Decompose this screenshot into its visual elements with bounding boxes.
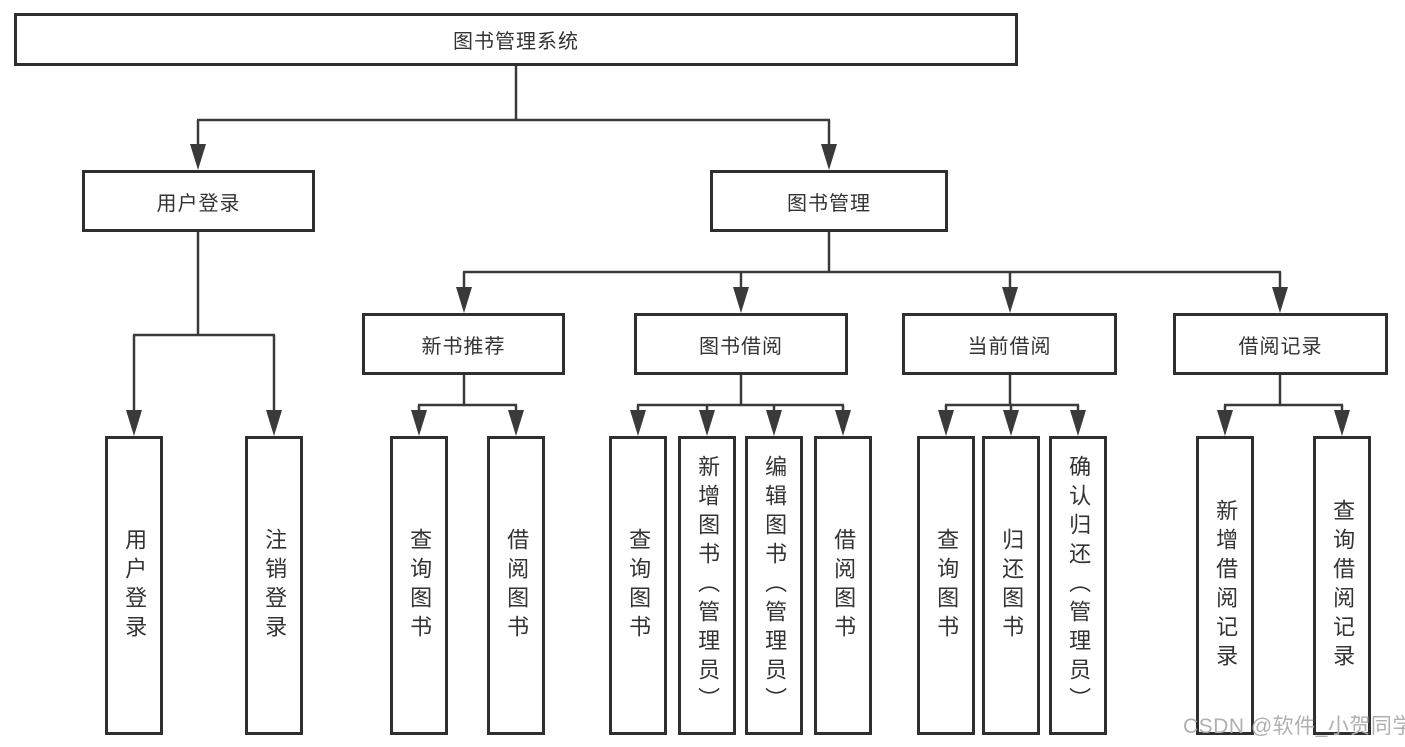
node-label: 图书管理系统 (453, 31, 579, 53)
node-leaf-logout: 注销登录 (245, 436, 303, 735)
arrowhead-icon (733, 287, 749, 313)
node-label: 查询图书 (407, 527, 433, 644)
arrowhead-icon (938, 410, 954, 436)
arrowhead-icon (821, 144, 837, 170)
node-leaf-query-borrow-record: 查询借阅记录 (1313, 436, 1371, 735)
arrowhead-icon (1272, 287, 1288, 313)
node-label: 借阅图书 (504, 527, 530, 644)
node-label: 新增借阅记录 (1213, 498, 1239, 673)
node-label: 编辑图书（管理员） (762, 455, 788, 716)
node-label: 查询图书 (626, 527, 652, 644)
arrowhead-icon (266, 410, 282, 436)
node-label: 借阅记录 (1238, 335, 1323, 358)
node-label: 图书管理 (787, 192, 871, 215)
node-label: 借阅图书 (831, 527, 857, 644)
arrowhead-icon (766, 410, 782, 436)
arrowhead-icon (456, 287, 472, 313)
node-leaf-user-login: 用户登录 (105, 436, 163, 735)
node-label: 注销登录 (262, 527, 288, 644)
node-user-login: 用户登录 (82, 170, 315, 232)
arrowhead-icon (699, 410, 715, 436)
node-leaf-confirm-return-admin: 确认归还（管理员） (1049, 436, 1107, 735)
node-label: 新增图书（管理员） (695, 455, 721, 716)
node-book-borrow: 图书借阅 (634, 313, 848, 375)
node-label: 归还图书 (999, 527, 1025, 644)
node-new-book-recommend: 新书推荐 (362, 313, 565, 375)
arrowhead-icon (411, 410, 427, 436)
node-leaf-borrow-books-recommend: 借阅图书 (487, 436, 545, 735)
arrowhead-icon (508, 410, 524, 436)
arrowhead-icon (190, 144, 206, 170)
node-leaf-borrow-books: 借阅图书 (814, 436, 872, 735)
node-borrow-records: 借阅记录 (1173, 313, 1388, 375)
node-label: 图书借阅 (699, 335, 783, 358)
node-label: 查询图书 (934, 527, 960, 644)
arrowhead-icon (1002, 287, 1018, 313)
node-book-management: 图书管理 (710, 170, 948, 232)
arrowhead-icon (1217, 410, 1233, 436)
node-leaf-edit-book-admin: 编辑图书（管理员） (745, 436, 803, 735)
node-library-management-system: 图书管理系统 (14, 13, 1018, 66)
arrowhead-icon (835, 410, 851, 436)
node-label: 用户登录 (122, 527, 148, 644)
node-leaf-query-books-current: 查询图书 (917, 436, 975, 735)
node-leaf-return-books: 归还图书 (982, 436, 1040, 735)
node-current-borrow: 当前借阅 (902, 313, 1117, 375)
node-leaf-query-books-recommend: 查询图书 (390, 436, 448, 735)
node-label: 新书推荐 (421, 335, 506, 358)
arrowhead-icon (126, 410, 142, 436)
node-leaf-query-books-borrow: 查询图书 (609, 436, 667, 735)
arrowhead-icon (1070, 410, 1086, 436)
arrowhead-icon (1003, 410, 1019, 436)
arrowhead-icon (1334, 410, 1350, 436)
node-label: 当前借阅 (967, 335, 1052, 358)
node-leaf-add-borrow-record: 新增借阅记录 (1196, 436, 1254, 735)
node-label: 用户登录 (156, 192, 241, 215)
node-leaf-add-book-admin: 新增图书（管理员） (678, 436, 736, 735)
arrowhead-icon (630, 410, 646, 436)
csdn-watermark: CSDN @软件_小贺同学 (1183, 715, 1405, 738)
node-label: 查询借阅记录 (1330, 498, 1356, 673)
node-label: 确认归还（管理员） (1066, 455, 1092, 716)
